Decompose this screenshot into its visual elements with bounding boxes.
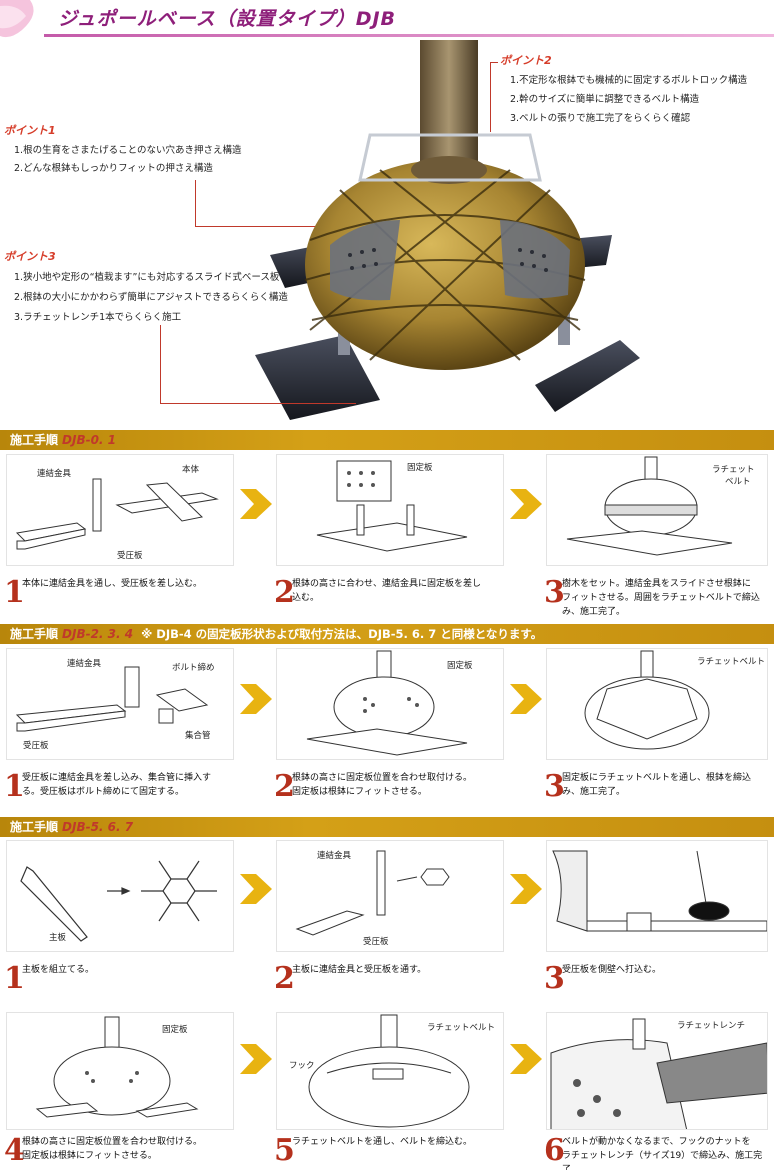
label-shuban: 主板: [49, 933, 67, 943]
step-a2-number: 2: [274, 575, 295, 610]
section-model: DJB-0. 1: [62, 433, 117, 447]
step-c3-text: 受圧板を側壁へ打込む。: [562, 965, 662, 975]
step-a1-text: 本体に連結金具を通し、受圧板を差し込む。: [22, 579, 203, 589]
step-a1-number: 1: [4, 575, 25, 610]
step-a2-image: 固定板: [276, 454, 504, 566]
label-hontai: 本体: [182, 465, 200, 475]
section-label: 施工手順: [10, 627, 59, 641]
step-b2-image: 固定板: [276, 648, 504, 760]
label-renketsu: 連結金具: [317, 851, 352, 861]
page-title: ジュポールベース（設置タイプ）DJB: [58, 8, 397, 30]
step-c5-number: 5: [274, 1133, 295, 1168]
step-c6-image: ラチェットレンチ: [546, 1012, 768, 1130]
step-c3-image: [546, 840, 768, 952]
label-koteiban: 固定板: [407, 463, 433, 473]
step-b3-image: ラチェットベルト: [546, 648, 768, 760]
point1-title: ポイント1: [4, 124, 56, 137]
step-b1-text: 受圧板に連結金具を差し込み、集合管に挿入する。受圧板はボルト締めにて固定する。: [22, 773, 212, 797]
point1-line1: 1.根の生育をさまたげることのない穴あき押さえ構造: [14, 145, 242, 156]
step-c1-number: 1: [4, 961, 25, 996]
label-ratchet-b: ベルト: [725, 477, 751, 487]
label-koteiban: 固定板: [447, 661, 473, 671]
next-arrow-icon: [510, 1044, 542, 1074]
step-c5-text: ラチェットベルトを通し、ベルトを締込む。: [292, 1137, 473, 1147]
label-shugo: 集合管: [185, 731, 211, 741]
step-a3-text: 樹木をセット。連結金具をスライドさせ根鉢にフィットさせる。周囲をラチェットベルト…: [562, 579, 760, 617]
step-b3-text: 固定板にラチェットベルトを通し、根鉢を締込み、施工完了。: [562, 773, 752, 797]
step-c4-image: 固定板: [6, 1012, 234, 1130]
section-model: DJB-5. 6. 7: [62, 820, 134, 834]
point3-title: ポイント3: [4, 250, 56, 263]
section-model: DJB-2. 3. 4: [62, 627, 134, 641]
section-label: 施工手順: [10, 433, 59, 447]
point3-line2: 2.根鉢の大小にかかわらず簡単にアジャストできるらくらく構造: [14, 292, 288, 303]
next-arrow-icon: [240, 489, 272, 519]
label-renketsu: 連結金具: [37, 469, 72, 479]
section-label: 施工手順: [10, 820, 59, 834]
label-ratchet-belt: ラチェットベルト: [697, 657, 766, 667]
step-a3-number: 3: [544, 575, 565, 610]
step-c2-image: 連結金具 受圧板: [276, 840, 504, 952]
point3-line3: 3.ラチェットレンチ1本でらくらく施工: [14, 312, 182, 323]
step-b1-image: 連結金具 ボルト締め 集合管 受圧板: [6, 648, 234, 760]
next-arrow-icon: [510, 874, 542, 904]
step-c6-text: ベルトが動かなくなるまで、フックのナットをラチェットレンチ（サイズ19）で締込み…: [562, 1137, 763, 1170]
point2-line2: 2.幹のサイズに簡単に調整できるベルト構造: [510, 94, 700, 105]
point2-leader: [490, 62, 498, 63]
step-b1-number: 1: [4, 769, 25, 804]
step-c3-number: 3: [544, 961, 565, 996]
point2-title: ポイント2: [500, 54, 552, 67]
step-c2-text: 主板に連結金具と受圧板を通す。: [292, 965, 427, 975]
next-arrow-icon: [240, 1044, 272, 1074]
label-wrench: ラチェットレンチ: [677, 1021, 746, 1031]
label-hook: フック: [289, 1061, 315, 1071]
step-c1-text: 主板を組立てる。: [22, 965, 95, 975]
step-c1-image: 主板: [6, 840, 234, 952]
step-b2-number: 2: [274, 769, 295, 804]
point2-line1: 1.不定形な根鉢でも機械的に固定するボルトロック構造: [510, 75, 748, 86]
next-arrow-icon: [240, 684, 272, 714]
step-c6-number: 6: [544, 1133, 565, 1168]
step-c5-image: ラチェットベルト フック: [276, 1012, 504, 1130]
point2-leader-v: [490, 62, 491, 132]
step-c4-number: 4: [4, 1133, 25, 1168]
label-bolt: ボルト締め: [172, 663, 215, 673]
label-koteiban: 固定板: [162, 1025, 188, 1035]
next-arrow-icon: [510, 684, 542, 714]
point1-leader: [195, 180, 196, 226]
point2-line3: 3.ベルトの張りで施工完了をらくらく確認: [510, 113, 691, 124]
hero-illustration: ポイント1 1.根の生育をさまたげることのない穴あき押さえ構造 2.どんな根鉢も…: [0, 40, 774, 425]
label-ratchet-a: ラチェット: [712, 465, 755, 475]
point1-leader-h: [195, 226, 315, 227]
label-juatsu: 受圧板: [117, 551, 143, 561]
step-c2-number: 2: [274, 961, 295, 996]
step-b3-number: 3: [544, 769, 565, 804]
label-juatsu: 受圧板: [23, 741, 49, 751]
step-a3-image: ラチェット ベルト: [546, 454, 768, 566]
point1-line2: 2.どんな根鉢もしっかりフィットの押さえ構造: [14, 163, 213, 174]
step-a1-image: 連結金具 本体 受圧板: [6, 454, 234, 566]
label-renketsu: 連結金具: [67, 659, 102, 669]
section-note: ※ DJB-4 の固定板形状および取付方法は、DJB-5. 6. 7 と同様とな…: [141, 627, 543, 641]
header: ジュポールベース（設置タイプ）DJB: [0, 0, 774, 40]
point3-line1: 1.狭小地や定形の“植栽ます”にも対応するスライド式ベース板: [14, 272, 280, 283]
step-c4-text: 根鉢の高さに固定板位置を合わせ取付ける。固定板は根鉢にフィットさせる。: [22, 1137, 203, 1161]
label-juatsu: 受圧板: [363, 937, 389, 947]
step-a2-text: 根鉢の高さに合わせ、連結金具に固定板を差し込む。: [292, 579, 482, 603]
point3-leader: [160, 325, 161, 403]
next-arrow-icon: [240, 874, 272, 904]
step-b2-text: 根鉢の高さに固定板位置を合わせ取付ける。固定板は根鉢にフィットさせる。: [292, 773, 473, 797]
next-arrow-icon: [510, 489, 542, 519]
point3-leader-h: [160, 403, 356, 404]
petal-logo-icon: [0, 0, 34, 38]
label-ratchet-belt: ラチェットベルト: [427, 1023, 496, 1033]
title-underline: [44, 34, 774, 37]
tree-root-ball-image: [255, 40, 640, 420]
